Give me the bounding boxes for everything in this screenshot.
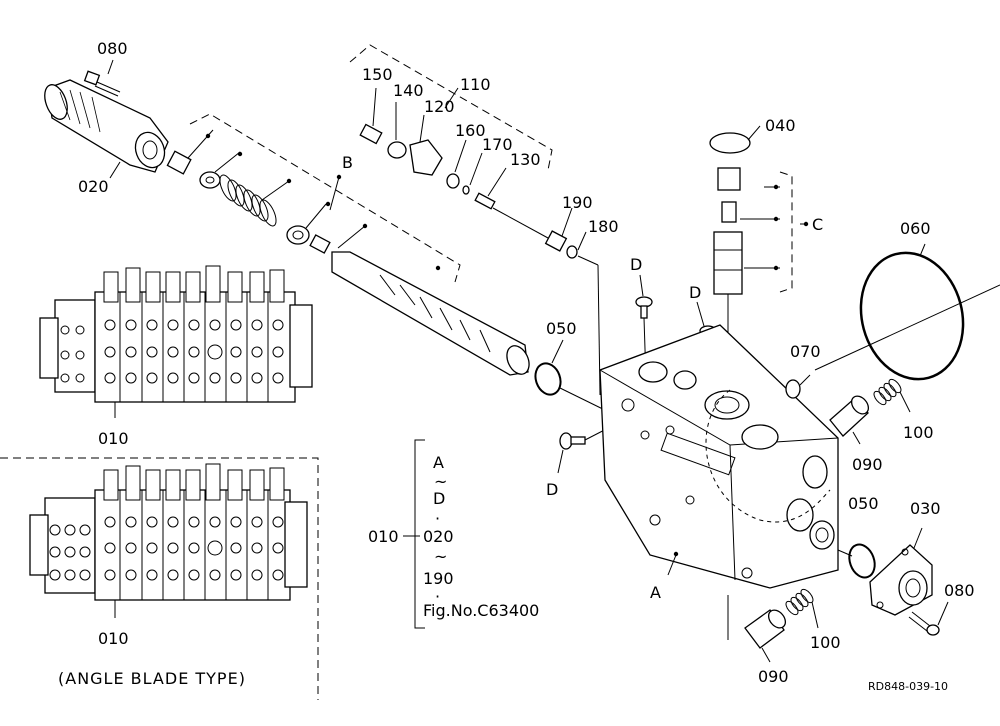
callout-d-3: D: [546, 480, 558, 499]
flange-030: [869, 527, 933, 616]
callout-080-bottom: 080: [944, 581, 975, 600]
callout-c: C: [812, 215, 823, 234]
callout-d-2: D: [689, 283, 701, 302]
callout-d-1: D: [630, 255, 642, 274]
variant-label: (ANGLE BLADE TYPE): [58, 669, 246, 688]
bolt-080-bottom: [908, 601, 949, 636]
callout-020: 020: [78, 177, 109, 196]
callout-050-bottom: 050: [848, 494, 879, 513]
callout-050-top: 050: [546, 319, 577, 338]
spool-assembly-b: [166, 150, 530, 376]
callout-170: 170: [482, 135, 513, 154]
spring-100-right: [873, 378, 911, 413]
group-110-bracket: [349, 44, 553, 171]
o-ring-070: [785, 379, 801, 399]
callout-160: 160: [455, 121, 486, 140]
callout-100-bottom: 100: [810, 633, 841, 652]
legend-tilde2: ~: [434, 547, 447, 566]
large-o-ring-060: [814, 251, 1000, 381]
callout-110: 110: [460, 75, 491, 94]
legend-bracket: [403, 439, 425, 629]
valve-assembly-angle-blade-view: [29, 463, 308, 618]
legend-line2: D: [433, 489, 445, 508]
callout-090-right: 090: [852, 455, 883, 474]
callout-040: 040: [765, 116, 796, 135]
actuator-housing-020: [44, 79, 169, 179]
leader-lines: [187, 87, 926, 474]
callout-b: B: [342, 153, 353, 172]
callout-140: 140: [393, 81, 424, 100]
callout-120: 120: [424, 97, 455, 116]
spring-100-bottom: [785, 588, 819, 629]
callout-080-top: 080: [97, 39, 128, 58]
callout-070: 070: [790, 342, 821, 361]
check-valve-c: [709, 132, 751, 400]
legend-dot1: ·: [435, 509, 440, 528]
valve-body-a: [599, 324, 839, 589]
valve-assembly-top-view: [39, 265, 313, 418]
callout-060: 060: [900, 219, 931, 238]
legend-dot2: ·: [435, 587, 440, 606]
angle-blade-boundary: [0, 457, 319, 700]
callout-030: 030: [910, 499, 941, 518]
leader-dots: [205, 133, 809, 557]
o-ring-050-bottom: [848, 543, 876, 579]
legend-line4: 190: [423, 569, 454, 588]
drawing-code: RD848-039-10: [868, 680, 948, 693]
bolt-080-top: [83, 59, 121, 97]
callout-010-top: 010: [98, 429, 129, 448]
callout-100-right: 100: [903, 423, 934, 442]
callout-180: 180: [588, 217, 619, 236]
legend-line3: 020: [423, 527, 454, 546]
callout-a: A: [650, 583, 661, 602]
callout-150: 150: [362, 65, 393, 84]
callout-190: 190: [562, 193, 593, 212]
legend-line5: Fig.No.C63400: [423, 601, 539, 620]
group-b-bracket: [189, 113, 461, 283]
callout-130: 130: [510, 150, 541, 169]
poppet-090-right: [829, 395, 870, 445]
legend-tilde1: ~: [434, 472, 447, 491]
group-c-bracket: [779, 171, 793, 293]
callout-090-bottom: 090: [758, 667, 789, 686]
legend-line1: A: [433, 453, 444, 472]
fitting-190-180: [544, 230, 601, 396]
o-ring-050-top: [534, 362, 562, 396]
legend-main: 010: [368, 527, 399, 546]
relief-valve-110: [359, 123, 549, 239]
poppet-090-bottom: [727, 595, 787, 663]
callout-010-bottom: 010: [98, 629, 129, 648]
